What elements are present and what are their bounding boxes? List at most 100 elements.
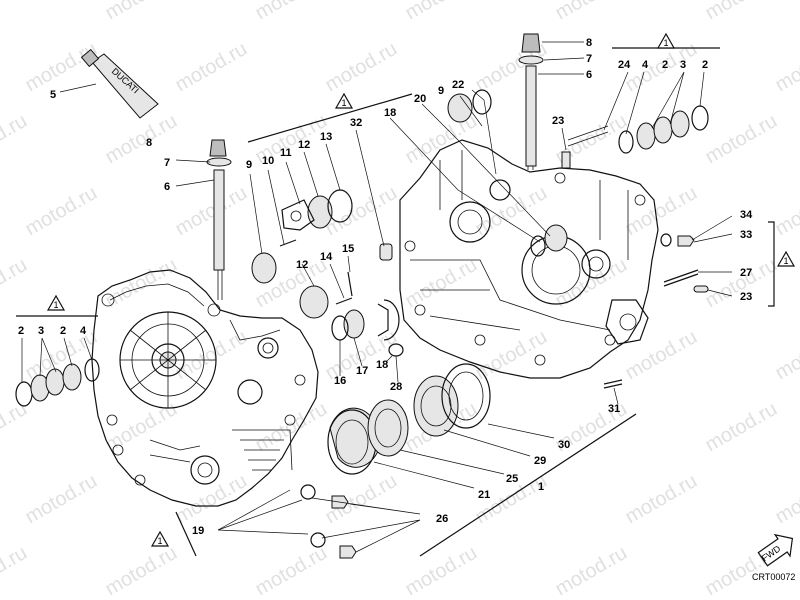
label-28: 28 [390,381,402,393]
watermark-text: motod.ru [102,0,181,24]
watermark-text: motod.ru [622,326,701,385]
label-7-left: 7 [164,157,170,169]
label-23-upper: 23 [552,115,564,127]
label-18-lower: 18 [376,359,388,371]
label-22: 22 [452,79,464,91]
watermark-text: motod.ru [322,182,401,241]
group-badges: 1 1 1 1 1 [46,32,796,547]
label-27: 27 [740,267,752,279]
label-10: 10 [262,155,274,167]
watermark-text: motod.ru [22,470,101,529]
right-crankcase-half [399,80,659,379]
label-4-left: 4 [80,325,87,337]
badge-text: 1 [53,300,58,310]
watermark-text: motod.ru [102,542,181,600]
label-30: 30 [558,439,570,451]
label-34: 34 [740,209,753,221]
watermark-text: motod.ru [702,398,781,457]
label-9-right: 9 [438,85,444,97]
watermark-text: motod.ru [172,182,251,241]
right-stud-assembly [518,33,544,167]
badge-upper-center: 1 [334,92,354,109]
label-17: 17 [356,365,368,377]
watermark-text: motod.ru [552,542,631,600]
watermark-text: motod.ru [402,254,481,313]
label-16: 16 [334,375,346,387]
label-25: 25 [506,473,518,485]
fwd-arrow: FWD [757,533,794,567]
badge-upper-right: 1 [656,32,676,49]
label-26: 26 [436,513,448,525]
label-33: 33 [740,229,752,241]
label-12-lower: 12 [296,259,308,271]
label-3-right: 3 [680,59,686,71]
watermark-text: motod.ru [0,110,31,169]
right-side-fittings [561,151,709,389]
label-9-left: 9 [246,159,252,171]
left-stud-assembly [206,139,232,271]
label-14: 14 [320,251,333,263]
label-19: 19 [192,525,204,537]
middle-bearings [299,271,404,357]
watermark-text: motod.ru [0,542,31,600]
label-6-right: 6 [586,69,592,81]
label-12-upper: 12 [298,139,310,151]
watermark-text: motod.ru [702,110,781,169]
watermark-text: motod.ru [472,182,551,241]
badge-text: 1 [663,38,668,48]
watermark-text: motod.ru [172,470,251,529]
label-6-left: 6 [164,181,170,193]
watermark-text: motod.ru [0,0,31,24]
watermark-text: motod.ru [402,110,481,169]
label-24: 24 [618,59,631,71]
watermark-text: motod.ru [622,182,701,241]
part-labels: 5 8 7 6 8 7 6 24 4 2 3 2 2 3 2 4 9 10 11… [18,37,753,537]
badge-text: 1 [157,536,162,546]
watermark-text: motod.ru [622,470,701,529]
label-1: 1 [538,481,544,493]
watermark-text: motod.ru [172,38,251,97]
watermark-text: motod.ru [0,254,31,313]
main-bearings [327,363,491,475]
leader-lines [21,41,733,553]
sealant-tube: DUCATI [80,48,159,119]
label-8-left: 8 [146,137,152,149]
upper-right-bearings [379,89,568,261]
diagram-code: CRT00072 [752,572,795,582]
watermark-text: motod.ru [772,182,800,241]
watermark-text: motod.ru [0,398,31,457]
watermark-text: motod.ru [772,470,800,529]
watermark-text: motod.ru [552,0,631,24]
label-2-left-b: 2 [60,325,66,337]
label-32: 32 [350,117,362,129]
left-crankcase-half [91,210,319,507]
watermark-text: motod.ru [322,38,401,97]
label-3-left: 3 [38,325,44,337]
label-2-left-a: 2 [18,325,24,337]
label-7-right: 7 [586,53,592,65]
label-20: 20 [414,93,426,105]
label-5: 5 [50,89,56,101]
label-31: 31 [608,403,620,415]
watermark-text: motod.ru [102,254,181,313]
label-8-right: 8 [586,37,592,49]
label-18-upper: 18 [384,107,396,119]
badge-right: 1 [776,250,796,267]
badge-left: 1 [46,294,66,311]
badge-bottom-left: 1 [150,530,170,547]
badge-text: 1 [341,98,346,108]
label-4-right: 4 [642,59,649,71]
badge-text: 1 [783,256,788,266]
watermark-text: motod.ru [22,182,101,241]
watermark-text: motod.ru [252,542,331,600]
watermark-text: motod.ru [772,38,800,97]
upper-bearings [251,189,353,284]
watermark-text: motod.ru [702,0,781,24]
label-2-right-a: 2 [662,59,668,71]
watermark-text: motod.ru [252,0,331,24]
watermark-text: motod.ru [702,254,781,313]
label-21: 21 [478,489,490,501]
label-11: 11 [280,147,292,159]
